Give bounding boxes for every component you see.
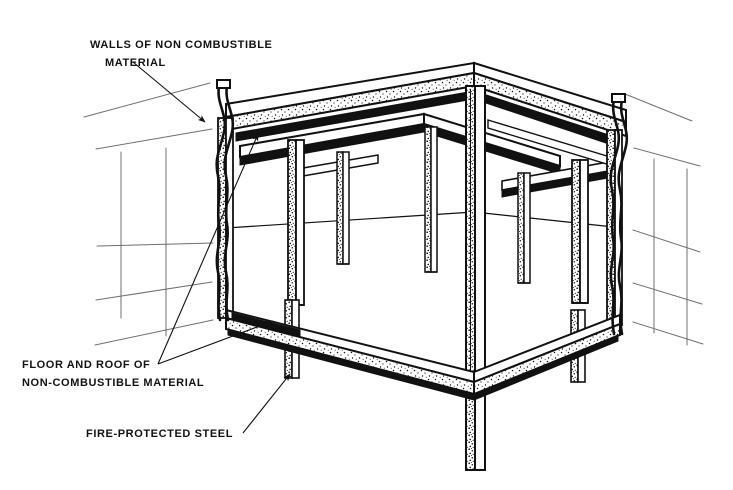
walls-label-line-1: WALLS OF NON COMBUSTIBLE [90,39,272,51]
roof-slab [225,61,627,148]
leader-line-floor-roof-lower [157,320,274,365]
wall-break-cap-right [611,93,626,103]
leader-line-floor-roof-upper [157,133,259,365]
floor-roof-label-line-1: FLOOR AND ROOF OF [22,359,150,371]
interior-column-left-front [287,139,305,306]
interior-column-center-rear [424,126,438,273]
fire-protected-steel-label: FIRE-PROTECTED STEEL [86,428,233,440]
leader-line-walls [132,61,206,123]
wall-break-line-right [609,98,629,336]
interior-column-right-front [571,159,589,304]
interior-column-right-rear [517,172,531,284]
leader-line-fire-protected-steel [242,373,291,434]
walls-label-line-2: MATERIAL [105,57,166,69]
interior-column-left-rear [336,151,350,265]
right-wall-ghost-continuation [624,93,704,346]
floor-roof-label-line-2: NON-COMBUSTIBLE MATERIAL [22,377,204,389]
wall-break-cap-left [216,79,231,89]
floor-slab [225,308,621,401]
wall-break-line-left [215,84,235,322]
left-wall-ghost-continuation [83,82,214,346]
corner-column-main [465,85,486,387]
